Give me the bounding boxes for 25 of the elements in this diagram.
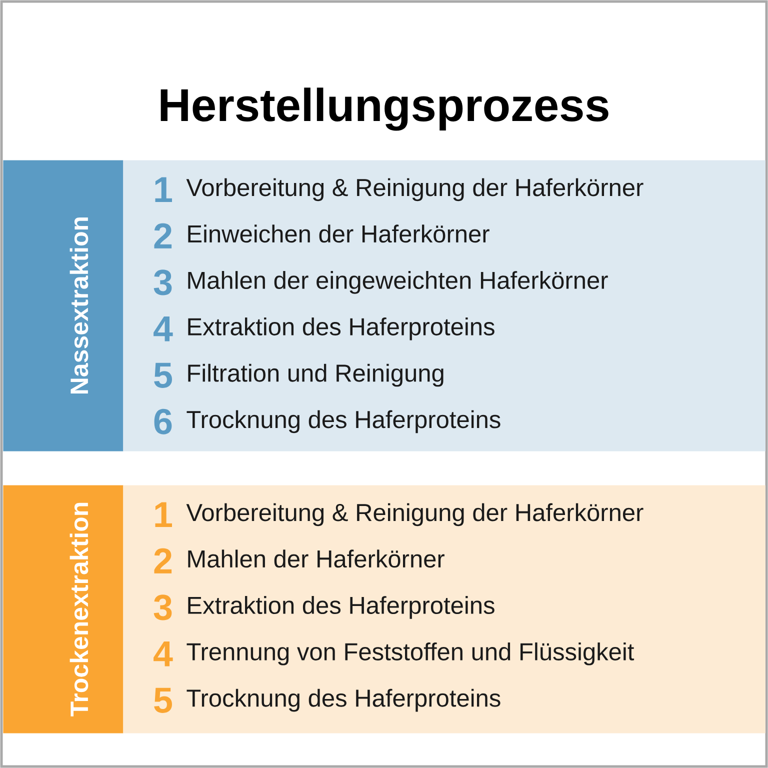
step-text: Vorbereitung & Reinigung der Haferkörner xyxy=(186,503,644,526)
step-number: 1 xyxy=(155,502,172,527)
step-text: Extraktion des Haferproteins xyxy=(188,596,494,619)
step-text: Trocknung des Haferproteins xyxy=(186,410,500,434)
side-band: Trockenextraktion xyxy=(3,485,124,734)
step-number: 2 xyxy=(154,548,172,574)
step-text: Trennung von Feststoffen und Flüssigkeit xyxy=(186,642,634,666)
step-text: Extraktion des Haferproteins xyxy=(188,317,494,340)
step-number: 2 xyxy=(154,223,172,248)
step-number: 4 xyxy=(154,316,173,342)
title: Herstellungsprozess xyxy=(160,88,608,131)
step-text: Einweichen der Haferkörner xyxy=(188,224,490,243)
step-number: 3 xyxy=(154,594,172,620)
step-number: 5 xyxy=(154,688,172,713)
step-number: 5 xyxy=(154,362,172,388)
side-band: Nassextraktion xyxy=(3,160,124,452)
step-text: Mahlen der eingeweichten Haferkörner xyxy=(188,271,608,294)
step-number: 6 xyxy=(154,408,172,434)
step-number: 3 xyxy=(154,270,172,296)
step-text: Filtration und Reinigung xyxy=(188,364,444,387)
step-number: 1 xyxy=(155,177,172,202)
step-text: Vorbereitung & Reinigung der Haferkörner xyxy=(186,178,644,202)
step-text: Mahlen der Haferkörner xyxy=(188,550,444,568)
step-text: Trocknung des Haferproteins xyxy=(186,688,500,712)
step-number: 4 xyxy=(154,641,173,666)
